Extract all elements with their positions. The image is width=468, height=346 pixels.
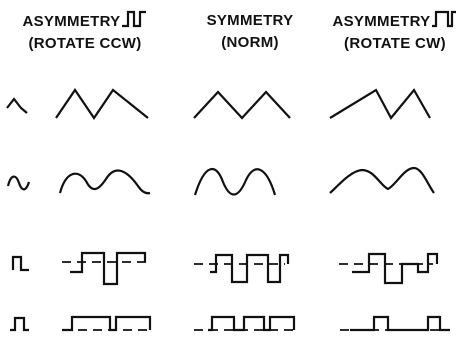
wide-duty-pulse-icon (432, 10, 457, 28)
triangle-wave-icon (6, 97, 28, 114)
triangle-asym-ccw (55, 88, 149, 120)
header-symmetry-norm: SYMMETRY (NORM) (175, 10, 325, 54)
sine-asym-ccw (58, 169, 151, 195)
narrow-duty-pulse-icon (122, 10, 147, 28)
pulse-symmetric (208, 315, 296, 332)
header-asymmetry-ccw-subtitle: (ROTATE CCW) (28, 35, 142, 52)
header-symmetry-title: SYMMETRY (206, 12, 294, 29)
pulse-wave-icon (10, 316, 29, 332)
sine-asym-cw (329, 166, 435, 194)
square-asym-cw (352, 252, 439, 285)
pulse-asym-cw (350, 315, 450, 332)
header-symmetry-subtitle: (NORM) (221, 34, 279, 51)
triangle-asym-cw (329, 88, 431, 120)
triangle-symmetric (193, 90, 291, 120)
sine-wave-icon (6, 175, 31, 191)
square-asym-ccw (70, 251, 147, 286)
sine-symmetric (193, 167, 277, 196)
header-asymmetry-ccw: ASYMMETRY (ROTATE CCW) (10, 10, 160, 55)
header-asymmetry-cw-subtitle: (ROTATE CW) (344, 35, 446, 52)
header-asymmetry-ccw-title: ASYMMETRY (22, 13, 121, 30)
square-wave-icon (11, 255, 29, 272)
square-symmetric (210, 253, 290, 284)
header-asymmetry-cw: ASYMMETRY (ROTATE CW) (315, 10, 468, 55)
header-asymmetry-cw-title: ASYMMETRY (332, 13, 431, 30)
pulse-asym-ccw (62, 315, 152, 332)
